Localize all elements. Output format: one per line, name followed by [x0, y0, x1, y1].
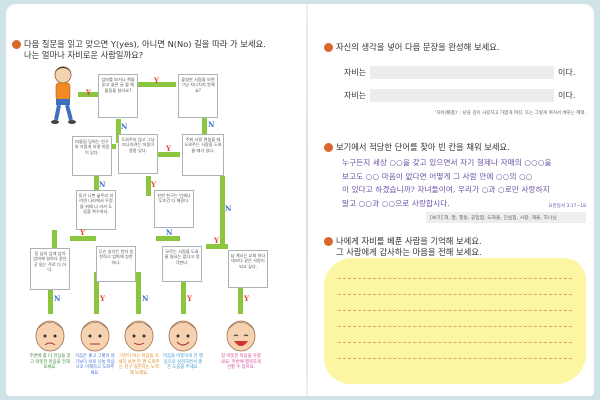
yes-label: Y: [214, 236, 219, 245]
bullet-icon: [12, 40, 21, 49]
boy-illustration: [51, 66, 76, 124]
question-4-subtitle: 그 사람에게 감사하는 마음을 전해 보세요.: [336, 247, 482, 257]
book-spine: [306, 4, 308, 396]
fill-suffix: 이다.: [558, 68, 576, 77]
flowchart-box: 남 계시는 교회 하다 데보다 같은 사람이 되고 싶다.: [228, 250, 268, 288]
yes-label: Y: [80, 228, 85, 237]
flow-arrow: [136, 82, 176, 87]
flowchart-box: 엄마를 보거나 책을 읽고 슬픈 글 볼 때 울음을 참아요?: [98, 74, 138, 118]
question-2-title: 자신의 생각을 넣어 다음 문장을 완성해 보세요.: [324, 42, 590, 53]
no-label: N: [225, 204, 232, 213]
flow-arrow: [206, 244, 228, 249]
flow-arrow: [94, 272, 99, 314]
slight-smile-face-icon: [124, 320, 154, 352]
result-text: 주변에 좀 더 관심을 갖고 따뜻한 마음을 전해 보세요.: [29, 354, 71, 371]
writing-line: [338, 342, 572, 343]
flow-arrow: [48, 272, 53, 314]
result-text: 마음을 따뜻하게 전 행동으로 실천하면서 좋은 도움을 주세요.: [163, 354, 203, 371]
writing-line: [338, 294, 572, 295]
writing-line: [338, 278, 572, 279]
big-smile-face-icon: [226, 320, 256, 352]
yes-label: Y: [151, 180, 156, 189]
no-label: N: [142, 294, 149, 303]
no-label: N: [166, 228, 173, 237]
yes-label: Y: [166, 144, 171, 153]
bullet-icon: [324, 143, 333, 152]
flowchart-box: 정 남의 입에 앉아 엄마에 일하다 같은 곳 돕는 주로 다 하다.: [30, 248, 70, 290]
bullet-icon: [324, 43, 333, 52]
writing-line: [338, 358, 572, 359]
fill-prefix: 자비는: [344, 91, 367, 100]
word-bank: [보기] 혀, 말, 행동, 공업함, 도와줄, 진실함, 사랑, 재물, 하나…: [426, 212, 586, 223]
scripture-passage: 누구든지 세상 ○○을 갖고 있으면서 자기 형제나 자매의 ○○○을 보고도 …: [342, 158, 552, 208]
no-label: N: [54, 294, 61, 303]
flowchart-box: 친한 친구는 언제나 무조건 다 해준다.: [154, 190, 194, 228]
yes-label: Y: [100, 294, 105, 303]
flow-arrow: [156, 236, 180, 241]
bullet-icon: [324, 237, 333, 246]
flow-arrow: [136, 272, 141, 314]
fill-prefix: 자비는: [344, 68, 367, 77]
yes-label: Y: [244, 294, 249, 303]
flow-arrow: [158, 152, 180, 157]
flowchart-box: 불쌍한 사람을 보면 그냥 지나치지 못해요?: [178, 74, 218, 118]
flowchart-box: 모르는 사람을 도와줄 필요는 없다고 생각한다.: [162, 246, 202, 282]
question-3-title: 보기에서 적당한 단어를 찾아 빈 칸을 채워 보세요.: [324, 142, 590, 153]
result-text: 참 따뜻한 마음을 가졌네요. 주변에 행복하게 전할 수 있어요.: [221, 354, 261, 371]
flowchart-box: 동기 나쁜 굶주리 리라면 나라에서 우정을 위해 나 라가 도움을 복수하다.: [76, 190, 116, 230]
flow-arrow: [220, 176, 225, 246]
flow-arrow: [70, 236, 96, 241]
flow-arrow: [94, 176, 99, 198]
flowchart-box: 따돌림 당하는 친구와 가깝게 지낼 마음이 있다.: [72, 136, 112, 176]
flow-arrow: [202, 116, 207, 136]
no-label: N: [208, 120, 215, 129]
flow-arrow: [146, 176, 151, 196]
result-text: 기분이 떠는 마음을 자세히 보면 한 편 도와주는 친구 실천하는 노력해 보…: [118, 354, 160, 376]
flowchart-box: 주위 사람 편찮을 때 도와주는 사람을 도와줄 때가 있다.: [182, 134, 224, 176]
workbook-page: 다음 질문을 읽고 맞으면 Y(yes), 아니면 N(No) 길을 따라 가 …: [6, 4, 594, 396]
result-text: 가끔은 좋고 그렇지 않기보다 서로 나눌 마음으로 이해하고 도와주세요.: [75, 354, 115, 376]
yes-label: Y: [86, 88, 91, 97]
definition-note: '자비(慈悲)' : 남을 깊이 사랑하고 가엾게 여김. 또는 그렇게 여겨서…: [434, 111, 586, 116]
yes-label: Y: [154, 76, 159, 85]
fill-suffix: 이다.: [558, 91, 576, 100]
flow-arrow: [78, 92, 98, 97]
question-1-title: 다음 질문을 읽고 맞으면 Y(yes), 아니면 N(No) 길을 따라 가 …: [12, 39, 302, 61]
no-label: N: [121, 122, 128, 131]
writing-line: [338, 310, 572, 311]
flow-arrow: [52, 230, 57, 252]
flow-arrow: [181, 272, 186, 314]
scripture-source: 요한일서 3:17~18: [548, 204, 586, 209]
question-4-title: 나에게 자비를 베푼 사람을 기억해 보세요. 그 사람에게 감사하는 마음을 …: [324, 236, 590, 258]
neutral-face-icon: [80, 320, 110, 352]
sad-face-icon: [35, 320, 65, 352]
answer-field-2[interactable]: [370, 89, 554, 102]
question-1-subtitle: 나는 얼마나 자비로운 사람일까요?: [24, 50, 144, 60]
flow-arrow: [238, 272, 243, 314]
flowchart-box: 도와주지 않고 그냥 지나치려는 마음이 종종 있다.: [118, 134, 158, 174]
answer-field-1[interactable]: [370, 66, 554, 79]
smile-face-icon: [168, 320, 198, 352]
flowchart-box: 무슨 일이든 먼저 칭찬하고 엄마에 칭찬하다.: [96, 246, 136, 282]
memo-writing-area[interactable]: [324, 258, 586, 384]
no-label: N: [99, 180, 106, 189]
yes-label: Y: [187, 294, 192, 303]
writing-line: [338, 326, 572, 327]
flow-arrow: [116, 119, 121, 143]
